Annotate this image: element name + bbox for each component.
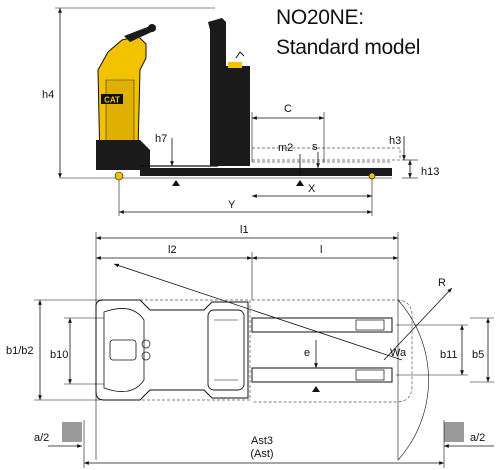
label-b5: b5 (472, 349, 484, 361)
label-h7: h7 (155, 133, 167, 145)
control-lever (235, 51, 245, 59)
label-b1b2: b1/b2 (6, 345, 34, 357)
load-roller-upper (355, 319, 385, 331)
label-b10: b10 (50, 349, 68, 361)
label-e: e (304, 347, 310, 359)
label-l1: l1 (240, 224, 249, 236)
model-title: NO20NE: (276, 6, 364, 29)
label-C: C (284, 103, 292, 115)
centre-marker-2 (296, 180, 304, 186)
label-l: l (320, 244, 322, 256)
label-h3: h3 (389, 135, 401, 147)
label-h4: h4 (42, 89, 54, 101)
side-view: CAT h4 h7 C m2 s h3 (42, 7, 439, 216)
pallet-block-right (444, 422, 464, 442)
label-Ast3: Ast3 (251, 435, 273, 447)
tiller-top (109, 339, 137, 361)
model-subtitle: Standard model (276, 36, 421, 59)
steering-knob-1 (141, 339, 151, 349)
label-a2-right: a/2 (470, 432, 485, 444)
battery-cap (228, 62, 242, 68)
dim-Wa (113, 263, 403, 361)
fork-top-lower (251, 367, 393, 383)
drive-cover-top (103, 308, 145, 392)
pallet-block-left (62, 422, 82, 442)
label-Y: Y (228, 199, 236, 211)
top-view: l1 l2 l R Wa b1/b2 (6, 224, 494, 468)
tiller-knob (148, 24, 156, 32)
backrest-mast (208, 18, 226, 166)
label-Wa: Wa (390, 347, 407, 359)
pallet-outline (252, 147, 401, 161)
label-a2-left: a/2 (34, 432, 49, 444)
drive-unit (96, 140, 150, 170)
load-roller-lower (355, 369, 385, 381)
battery-top (207, 309, 245, 391)
tiller-handle (124, 26, 156, 42)
battery-box (222, 66, 250, 166)
label-Ast: (Ast) (250, 448, 273, 460)
drive-wheel (114, 171, 124, 181)
label-X: X (308, 183, 316, 195)
label-h13: h13 (421, 166, 439, 178)
label-s: s (312, 141, 318, 153)
label-m2: m2 (278, 142, 293, 154)
steering-knob-2 (141, 351, 151, 361)
fork-side (140, 168, 392, 176)
label-R: R (438, 277, 446, 289)
truck-envelope (99, 299, 251, 401)
label-b11: b11 (440, 349, 458, 361)
centre-marker-1 (172, 180, 180, 186)
pallet-top-outline (252, 299, 413, 403)
label-l2: l2 (168, 244, 177, 256)
cat-logo: CAT (104, 96, 120, 105)
turning-arc (397, 299, 429, 461)
dim-R (383, 287, 453, 361)
cat-logo-plate (101, 94, 123, 104)
truck-body-panel (105, 79, 135, 151)
truck-top-outline (95, 299, 249, 401)
centre-marker-3 (312, 386, 320, 392)
